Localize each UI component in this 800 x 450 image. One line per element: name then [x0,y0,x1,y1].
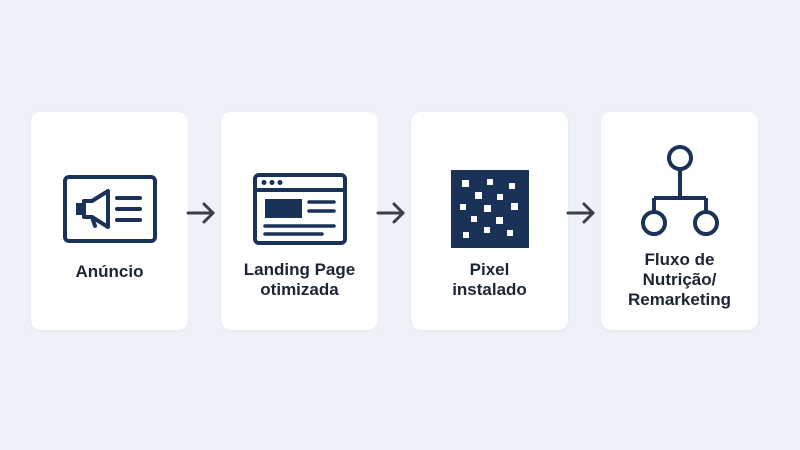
step-label: Pixel instalado [452,260,527,299]
step-label: Anúncio [75,262,144,281]
step-card-landing-page: Landing Page otimizada [221,112,378,330]
flow-tree-icon [601,132,758,252]
arrow-right-icon [566,202,595,224]
browser-page-icon [221,164,378,254]
step-card-pixel: Pixel instalado [411,112,568,330]
arrow-right-icon [376,202,405,224]
arrow-right-icon [186,202,215,224]
step-label: Landing Page otimizada [243,260,356,299]
step-card-fluxo: Fluxo de Nutrição/ Remarketing [601,112,758,330]
pixel-grid-icon [411,164,568,254]
step-label: Fluxo de Nutrição/ Remarketing [628,250,731,309]
step-card-anuncio: Anúncio [31,112,188,330]
megaphone-ad-icon [31,164,188,254]
